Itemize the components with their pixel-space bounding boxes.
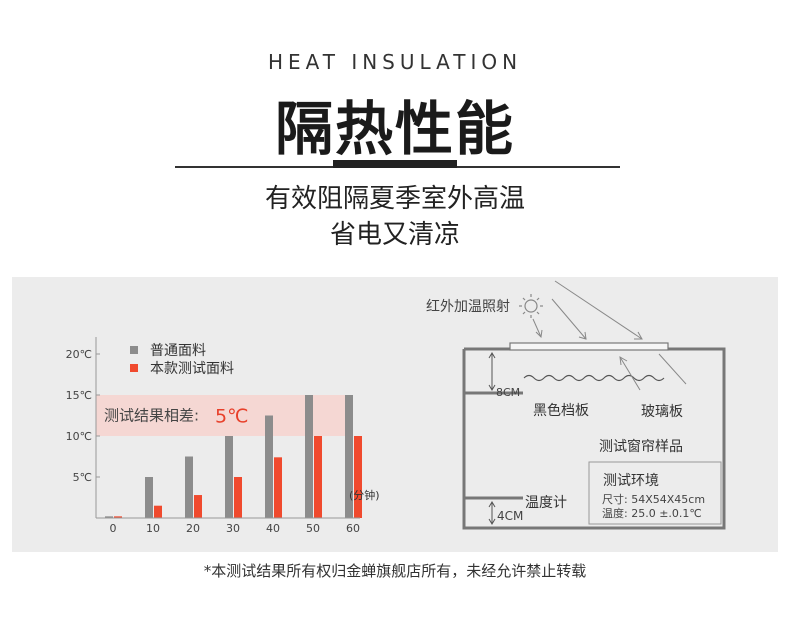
environment-box [588, 461, 722, 525]
legend-label-test: 本款测试面料 [150, 361, 234, 377]
bar-layer [105, 395, 362, 518]
difference-value: 5℃ [215, 406, 248, 428]
legend-label-standard: 普通面料 [150, 343, 206, 359]
ir-rays [532, 280, 643, 340]
test-panel: 5℃ 10℃ 15℃ 20℃ 0 10 20 30 40 50 60 (分钟) 普通面料 本款测试… [12, 277, 778, 552]
x-tick-label: 20 [186, 522, 200, 535]
thermometer-label: 温度计 [525, 495, 567, 511]
bar-standard [345, 395, 353, 518]
sun-icon [519, 294, 543, 318]
bar-standard [305, 395, 313, 518]
tagline-line-2: 省电又清凉 [329, 220, 460, 250]
bar-standard [185, 456, 193, 518]
curtain-sample-wave [523, 374, 665, 382]
bar-test [234, 477, 242, 518]
x-tick-label: 10 [146, 522, 160, 535]
title-underline-accent [333, 160, 457, 168]
bar-standard [225, 436, 233, 518]
glass-label: 玻璃板 [641, 403, 683, 420]
glass-leader-line [658, 353, 687, 385]
environment-title: 测试环境 [603, 473, 659, 489]
bar-standard [105, 516, 113, 518]
y-tick-label: 20℃ [66, 348, 92, 361]
dimension-top [488, 352, 496, 391]
tagline-line-1: 有效阻隔夏季室外高温 [264, 184, 525, 214]
y-tick-label: 15℃ [66, 389, 92, 402]
bar-standard [265, 415, 273, 518]
insulation-chart: 5℃ 10℃ 15℃ 20℃ 0 10 20 30 40 50 60 (分钟) 普通面料 本款测试… [66, 337, 380, 535]
environment-size: 尺寸: 54X54X45cm [602, 492, 705, 506]
bar-test [314, 436, 322, 518]
environment-temp: 温度: 25.0 ±.0.1℃ [602, 506, 702, 520]
bar-test [154, 505, 162, 518]
y-tick-label: 5℃ [73, 471, 92, 484]
bar-test [194, 495, 202, 518]
x-tick-label: 60 [346, 522, 360, 535]
x-tick-label: 50 [306, 522, 320, 535]
bar-test [274, 457, 282, 518]
sample-leader-arrow [619, 356, 628, 366]
y-tick-label: 10℃ [66, 430, 92, 443]
bar-standard [145, 477, 153, 518]
page-title: 隔热性能 [274, 95, 515, 163]
dimension-bottom-label: 4CM [497, 509, 523, 523]
subtitle-english: HEAT INSULATION [267, 50, 523, 74]
bar-test [114, 516, 122, 518]
y-axis-ticks: 5℃ 10℃ 15℃ 20℃ [66, 348, 100, 484]
x-tick-label: 40 [266, 522, 280, 535]
ir-heating-label: 红外加温照射 [426, 299, 510, 315]
dimension-top-label: 8CM [496, 386, 520, 399]
test-setup-diagram: 红外加温照射 [426, 280, 726, 530]
x-axis-ticks: 0 10 20 30 40 50 60 [110, 522, 361, 535]
legend-swatch-test [130, 364, 138, 372]
glass-plate [509, 342, 669, 351]
bar-test [354, 436, 362, 518]
sample-label: 测试窗帘样品 [599, 438, 683, 455]
copyright-footnote: *本测试结果所有权归金蝉旗舰店所有，未经允许禁止转载 [203, 562, 587, 580]
difference-label: 测试结果相差: [104, 407, 199, 425]
x-unit-label: (分钟) [349, 488, 380, 502]
blackout-label: 黑色档板 [533, 402, 589, 419]
dimension-bottom [488, 501, 496, 525]
x-tick-label: 30 [226, 522, 240, 535]
test-panel-svg: 5℃ 10℃ 15℃ 20℃ 0 10 20 30 40 50 60 (分钟) 普通面料 本款测试… [66, 280, 726, 535]
legend-swatch-standard [130, 346, 138, 354]
x-tick-label: 0 [110, 522, 117, 535]
sample-leader-line [619, 356, 641, 391]
